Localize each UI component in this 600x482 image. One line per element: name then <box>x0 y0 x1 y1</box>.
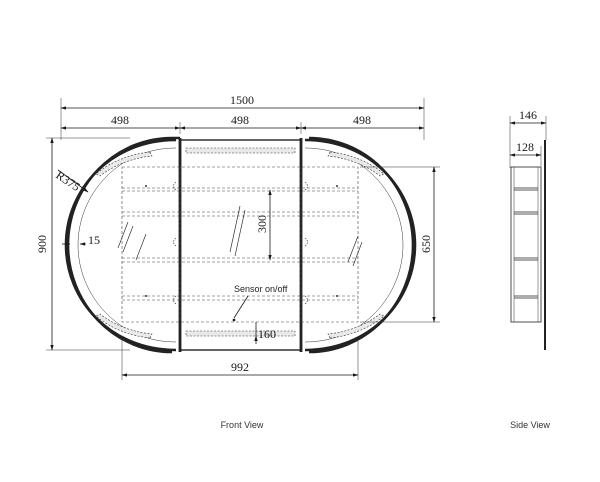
dim-1500-text: 1500 <box>230 93 254 107</box>
front-view: 1500 498 498 498 <box>35 93 440 430</box>
dim-160-text: 160 <box>258 327 276 341</box>
dim-inner-width: 992 <box>121 340 359 380</box>
dim-inner-height: 650 <box>360 166 440 323</box>
dim-900-text: 900 <box>35 235 49 253</box>
dim-overall-width: 1500 <box>60 93 425 140</box>
dim-650-text: 650 <box>419 235 433 253</box>
side-view: 146 128 Side View <box>509 108 550 430</box>
front-view-title: Front View <box>221 420 264 430</box>
dim-992-text: 992 <box>231 360 249 374</box>
cabinet-outline <box>66 136 415 354</box>
side-body-outline <box>510 166 542 323</box>
dim-radius-text: R375 <box>53 168 82 194</box>
inner-cabinet-outline <box>121 166 359 323</box>
dim-depth-total: 146 <box>509 108 547 168</box>
side-view-title: Side View <box>510 420 550 430</box>
dim-bottom-offset: 160 <box>254 322 276 344</box>
dim-498-center-text: 498 <box>231 113 249 127</box>
top-light-strip-center <box>185 147 296 154</box>
dim-146-text: 146 <box>519 108 537 122</box>
dim-15-text: 15 <box>88 233 100 247</box>
dim-panel-widths: 498 498 498 <box>60 113 425 134</box>
sensor-label: Sensor on/off <box>234 284 288 294</box>
dim-498-left-text: 498 <box>111 113 129 127</box>
dim-498-right-text: 498 <box>353 113 371 127</box>
bottom-light-strip-center <box>185 330 296 337</box>
dim-300-text: 300 <box>255 215 269 233</box>
dim-128-text: 128 <box>516 140 534 154</box>
glass-reflections <box>117 205 363 267</box>
dim-depth-body: 128 <box>509 140 542 166</box>
dim-edge-offset: 15 <box>62 233 100 247</box>
dim-height: 900 <box>35 137 130 351</box>
dim-shelf-spacing: 300 <box>255 189 272 261</box>
shelves <box>122 187 358 301</box>
hinges <box>173 181 308 305</box>
sensor-callout: Sensor on/off <box>232 284 288 322</box>
